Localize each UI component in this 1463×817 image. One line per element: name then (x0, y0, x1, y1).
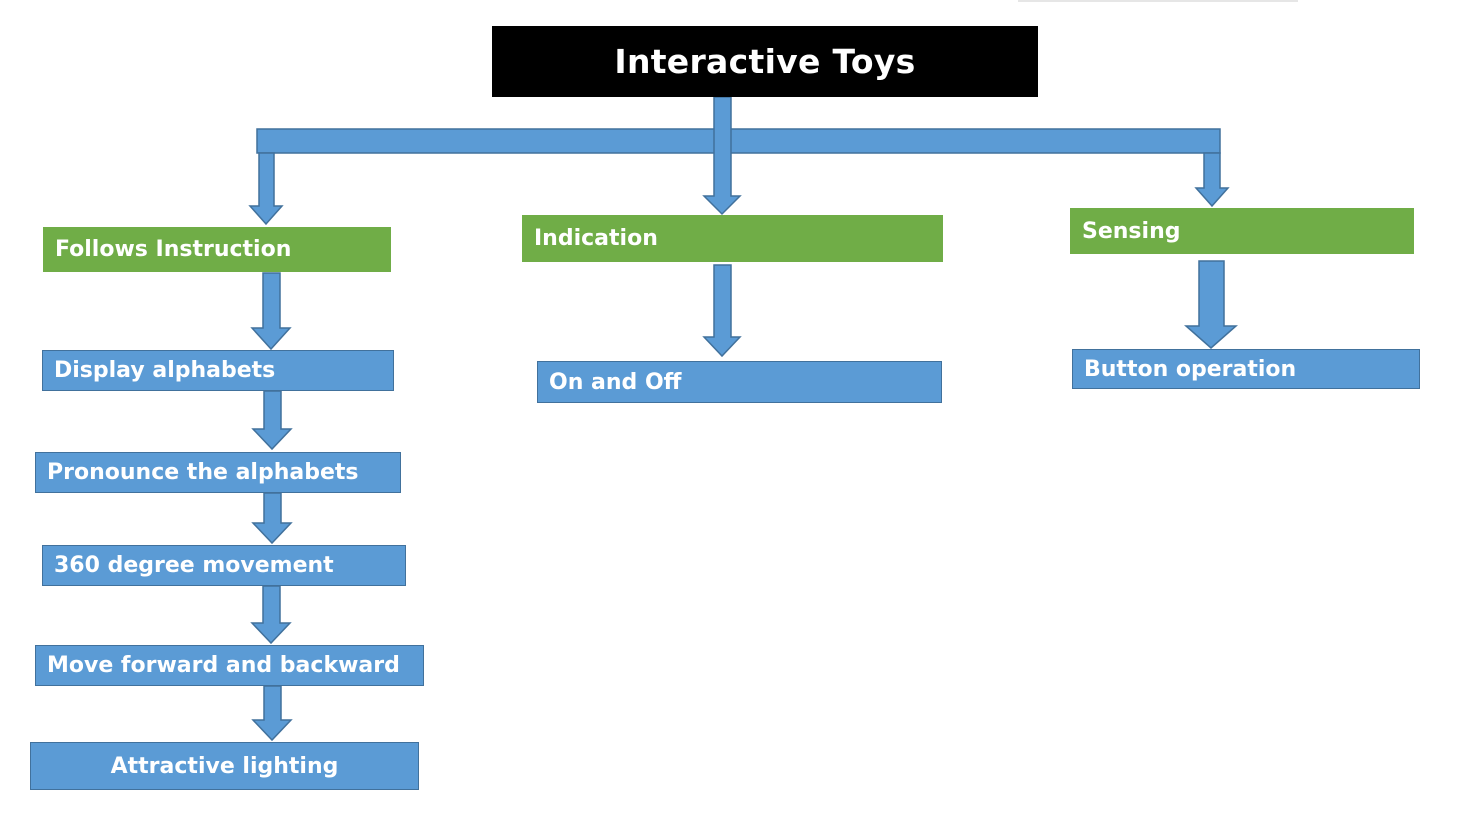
item-label: Move forward and backward (47, 653, 400, 678)
top-edge-bar (1018, 0, 1298, 2)
item-pronounce-the-alphabets: Pronounce the alphabets (35, 452, 401, 493)
horizontal-connector-bar (256, 128, 1221, 154)
diagram-title: Interactive Toys (492, 26, 1038, 97)
category-follows-instruction: Follows Instruction (43, 227, 391, 272)
arrow-to-follows-instruction (248, 152, 284, 226)
arrow-to-indication (702, 96, 742, 216)
arrow-to-button-operation (1184, 260, 1238, 349)
arrow-to-move-forward-backward (250, 585, 292, 645)
category-sensing: Sensing (1070, 208, 1414, 254)
category-label: Follows Instruction (55, 237, 292, 262)
item-on-and-off: On and Off (537, 361, 942, 403)
arrow-to-pronounce-alphabets (251, 390, 293, 451)
arrow-to-on-and-off (702, 264, 742, 358)
arrow-to-sensing (1194, 152, 1230, 208)
item-label: Button operation (1084, 356, 1297, 382)
item-label: On and Off (549, 369, 682, 395)
item-move-forward-and-backward: Move forward and backward (35, 645, 424, 686)
item-label: Attractive lighting (110, 753, 339, 779)
category-label: Sensing (1082, 218, 1181, 244)
category-indication: Indication (522, 215, 943, 262)
diagram-title-text: Interactive Toys (614, 42, 916, 81)
item-360-degree-movement: 360 degree movement (42, 545, 406, 586)
item-attractive-lighting: Attractive lighting (30, 742, 419, 790)
item-label: Pronounce the alphabets (47, 460, 359, 485)
arrow-to-display-alphabets (250, 272, 292, 351)
item-display-alphabets: Display alphabets (42, 350, 394, 391)
item-label: Display alphabets (54, 358, 276, 383)
item-button-operation: Button operation (1072, 349, 1420, 389)
category-label: Indication (534, 226, 658, 251)
arrow-to-360-movement (251, 492, 293, 545)
arrow-to-attractive-lighting (251, 685, 293, 742)
item-label: 360 degree movement (54, 553, 334, 578)
